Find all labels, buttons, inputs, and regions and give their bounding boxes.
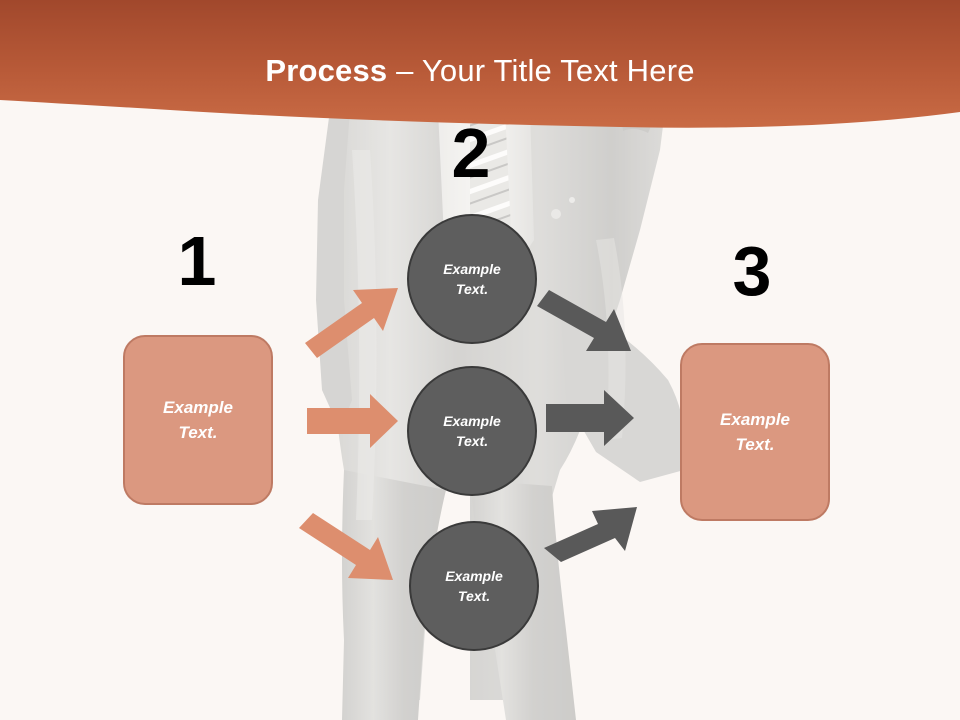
step-3-box-line1: Example — [720, 410, 790, 429]
arrow-inbound-3 — [299, 513, 393, 580]
step-2-circle-1-text: Example Text. — [443, 259, 501, 299]
step-3-box-line2: Text. — [735, 435, 775, 454]
arrow-outbound-3 — [544, 507, 637, 562]
step-1-box-line1: Example — [163, 398, 233, 417]
header-band — [0, 0, 960, 128]
step-1-box-line2: Text. — [178, 423, 218, 442]
step-2-circle-1-line1: Example — [443, 261, 501, 277]
step-3-box[interactable]: Example Text. — [680, 343, 830, 521]
step-number-1: 1 — [177, 222, 217, 300]
arrow-outbound-2 — [546, 390, 634, 446]
step-2-circle-3[interactable]: Example Text. — [409, 521, 539, 651]
step-2-circle-3-line2: Text. — [457, 588, 491, 604]
step-2-circle-1-line2: Text. — [455, 281, 489, 297]
step-number-3: 3 — [732, 232, 772, 310]
step-1-box[interactable]: Example Text. — [123, 335, 273, 505]
page-title-strong: Process — [265, 53, 388, 88]
step-2-circle-3-text: Example Text. — [445, 566, 503, 606]
step-2-circle-3-line1: Example — [445, 568, 503, 584]
step-1-box-text: Example Text. — [163, 395, 233, 445]
page-title: Process – Your Title Text Here — [0, 53, 960, 89]
step-2-circle-2-line2: Text. — [455, 433, 489, 449]
arrow-inbound-1 — [305, 288, 398, 358]
step-2-circle-2-text: Example Text. — [443, 411, 501, 451]
step-2-circle-2[interactable]: Example Text. — [407, 366, 537, 496]
step-2-circle-1[interactable]: Example Text. — [407, 214, 537, 344]
arrow-inbound-2 — [307, 394, 398, 448]
step-2-circle-2-line1: Example — [443, 413, 501, 429]
step-3-box-text: Example Text. — [720, 407, 790, 457]
arrow-outbound-1 — [537, 290, 631, 351]
page-title-rest: – Your Title Text Here — [387, 53, 695, 88]
step-number-2: 2 — [451, 114, 491, 192]
